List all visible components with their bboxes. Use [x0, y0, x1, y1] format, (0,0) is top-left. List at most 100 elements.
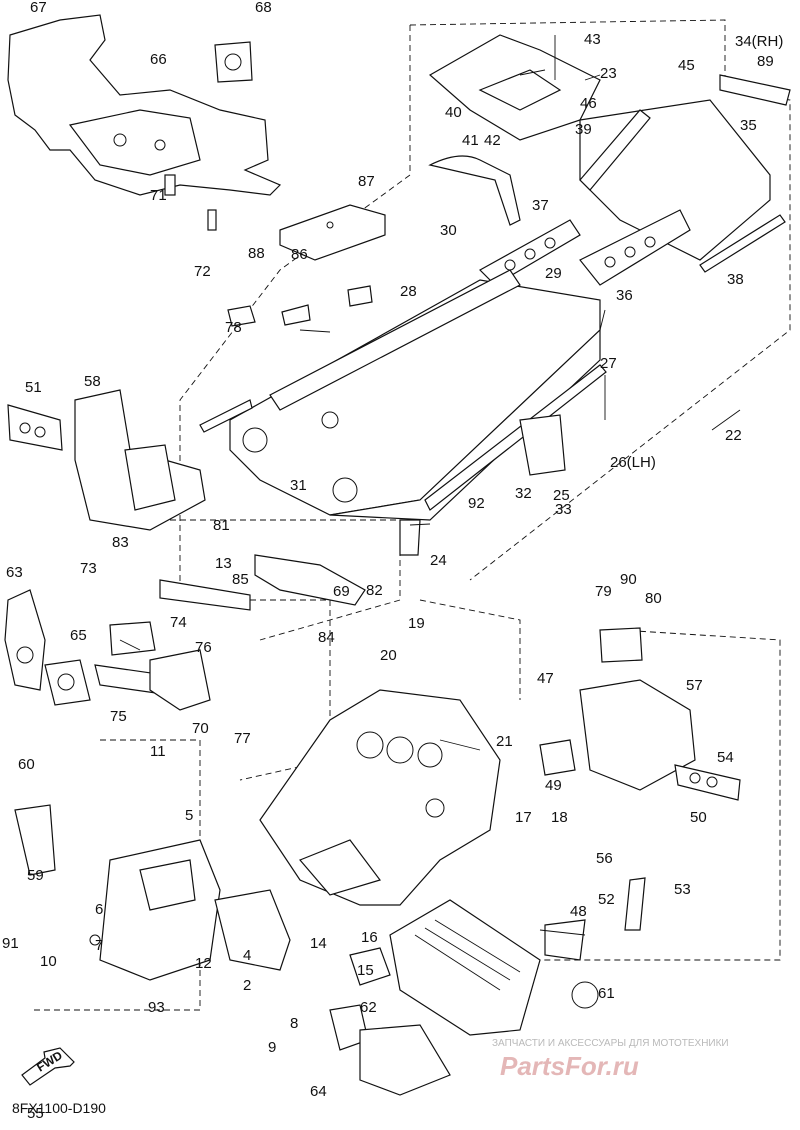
callout-label: 16 [361, 929, 378, 946]
callout-label: 32 [515, 485, 532, 502]
callout-label: 9 [268, 1039, 276, 1056]
callout-label: 12 [195, 955, 212, 972]
callout-label: 36 [616, 287, 633, 304]
callout-label: 49 [545, 777, 562, 794]
callout-label: 78 [225, 319, 242, 336]
callout-label: 21 [496, 733, 513, 750]
watermark-text: ЗАПЧАСТИ И АКСЕССУАРЫ ДЛЯ МОТОТЕХНИКИ [492, 1038, 729, 1049]
callout-label: 64 [310, 1083, 327, 1100]
leader-lines [119, 69, 741, 936]
callout-label: 35 [740, 117, 757, 134]
callout-label: 3 [0, 0, 8, 4]
callout-label: 86 [291, 246, 308, 263]
callout-label: 67 [30, 0, 47, 16]
callout-label: 39 [575, 121, 592, 138]
callout-label: 6 [95, 901, 103, 918]
callout-label: 46 [580, 95, 597, 112]
callout-label: 25 [553, 487, 570, 504]
callout-label: 81 [213, 517, 230, 534]
callout-label: 74 [170, 614, 187, 631]
callout-label: 1 [0, 0, 8, 4]
callout-label: 17 [515, 809, 532, 826]
callout-label: 28 [400, 283, 417, 300]
watermark-brand: PartsFor.ru [500, 1051, 639, 1081]
callout-label: 92 [468, 495, 485, 512]
callout-label: 50 [690, 809, 707, 826]
rear-rail-assembly [479, 74, 791, 286]
callout-label: 80 [645, 590, 662, 607]
callout-label: 57 [686, 677, 703, 694]
callout-label: 84 [318, 629, 335, 646]
callout-label: 70 [192, 720, 209, 737]
callout-label: 41 [462, 132, 479, 149]
callout-label: 59 [27, 867, 44, 884]
callout-label: 44 [0, 0, 17, 4]
callout-label: 63 [6, 564, 23, 581]
callout-label: 43 [584, 31, 601, 48]
callout-label: 55 [27, 1105, 44, 1122]
rear-bracket-assembly-24 [428, 34, 601, 226]
callout-label: 23 [600, 65, 617, 82]
callout-label: 76 [195, 639, 212, 656]
callout-label: 47 [537, 670, 554, 687]
brackets-12-75-78 [94, 554, 366, 711]
callout-label: 45 [678, 57, 695, 74]
callout-label: 4 [243, 947, 251, 964]
main-tunnel-23 [199, 269, 607, 556]
callout-label: 5 [185, 807, 193, 824]
callout-label: 30 [440, 222, 457, 239]
callout-label: 62 [360, 999, 377, 1016]
callout-label: 15 [357, 962, 374, 979]
callout-label: 95 [0, 0, 17, 4]
callout-label: 26(LH) [610, 454, 656, 471]
callout-label: 20 [380, 647, 397, 664]
callout-label: 51 [25, 379, 42, 396]
callout-label: 91 [2, 935, 19, 952]
callout-label: 85 [232, 571, 249, 588]
callout-label: 40 [445, 104, 462, 121]
callout-label: 93 [148, 999, 165, 1016]
callout-label: 56 [596, 850, 613, 867]
callout-label: 60 [18, 756, 35, 773]
callout-label: 27 [600, 355, 617, 372]
callout-label: 34(RH) [735, 33, 783, 50]
fwd-arrow-icon: FWD [21, 1047, 75, 1086]
bracket-plate-92 [227, 204, 386, 327]
callout-label: 22 [725, 427, 742, 444]
right-panel-58 [539, 627, 741, 1009]
callout-label: 13 [215, 555, 232, 572]
callout-label: 66 [150, 51, 167, 68]
callout-label: 14 [310, 935, 327, 952]
callout-label: 83 [112, 534, 129, 551]
callout-label: 90 [620, 571, 637, 588]
callout-label: 38 [727, 271, 744, 288]
callout-label: 68 [255, 0, 272, 16]
callout-label: 69 [333, 583, 350, 600]
callout-label: 77 [234, 730, 251, 747]
callout-label: 24 [430, 552, 447, 569]
engine-mount-assembly [14, 804, 291, 981]
callout-label: 58 [84, 373, 101, 390]
callout-label: 53 [674, 881, 691, 898]
radiator-14 [349, 899, 541, 1036]
callout-label: 19 [408, 615, 425, 632]
front-frame-assembly-67 [7, 14, 282, 231]
left-panel-59 [7, 389, 206, 531]
callout-label: 18 [551, 809, 568, 826]
callout-label: 94 [0, 0, 17, 4]
callout-label: 71 [150, 187, 167, 204]
callout-label: 87 [358, 173, 375, 190]
side-brackets-64-66 [4, 589, 451, 1096]
callout-label: 88 [248, 245, 265, 262]
callout-label: 79 [595, 583, 612, 600]
callout-label: 10 [40, 953, 57, 970]
callout-label: 65 [70, 627, 87, 644]
callout-label: 7 [95, 937, 103, 954]
callout-label: 61 [598, 985, 615, 1002]
callout-label: 48 [570, 903, 587, 920]
callout-label: 82 [366, 582, 383, 599]
callout-label: 33 [555, 501, 572, 518]
